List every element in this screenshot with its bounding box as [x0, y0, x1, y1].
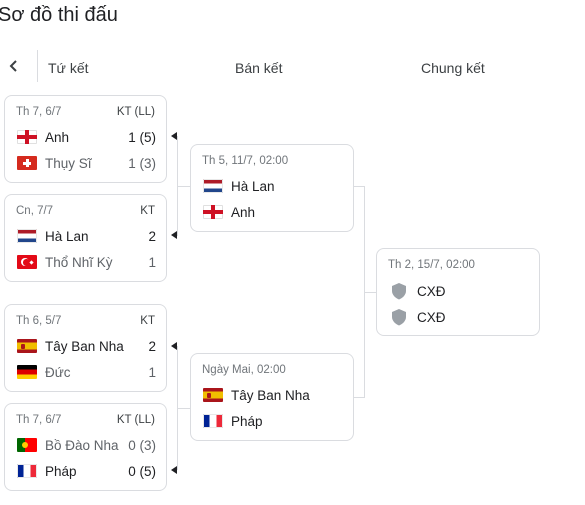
spain-flag-icon	[17, 339, 37, 353]
match-status: KT	[140, 315, 155, 327]
match-date: Th 7, 6/7	[16, 106, 62, 118]
team-name: Thụy Sĩ	[45, 155, 92, 171]
team-name: Pháp	[231, 413, 263, 429]
team-row: CXĐ	[389, 306, 529, 328]
triangle-left-icon	[171, 342, 177, 350]
shield-icon	[392, 283, 406, 300]
team-name: Hà Lan	[231, 178, 275, 194]
triangle-left-icon	[171, 132, 177, 140]
bracket-connector	[354, 397, 364, 398]
team-score: 0 (5)	[128, 463, 156, 479]
team-name: Anh	[231, 204, 256, 220]
team-name: Bồ Đào Nha	[45, 437, 119, 453]
team-row: Pháp	[203, 410, 343, 432]
netherlands-flag-icon	[203, 179, 223, 193]
portugal-flag-icon	[17, 438, 37, 452]
match-date: Th 6, 5/7	[16, 315, 62, 327]
match-date: Th 7, 6/7	[16, 414, 62, 426]
switzerland-flag-icon	[17, 156, 37, 170]
team-row: Hà Lan 2	[17, 225, 156, 247]
triangle-left-icon	[171, 231, 177, 239]
germany-flag-icon	[17, 365, 37, 379]
match-date: Cn, 7/7	[16, 205, 54, 217]
column-header-final[interactable]: Chung kết	[421, 60, 485, 76]
team-name: Thổ Nhĩ Kỳ	[45, 254, 113, 270]
match-date: Th 2, 15/7, 02:00	[388, 259, 475, 271]
match-card-quarterfinal-2[interactable]: Cn, 7/7 KT Hà Lan 2 Thổ Nhĩ Kỳ 1	[4, 194, 167, 282]
team-name: CXĐ	[417, 309, 446, 325]
team-name: CXĐ	[417, 283, 446, 299]
team-score: 1	[148, 364, 156, 380]
bracket-connector	[364, 292, 376, 293]
team-row: Tây Ban Nha	[203, 384, 343, 406]
team-score: 2	[148, 228, 156, 244]
match-date: Ngày Mai, 02:00	[202, 364, 286, 376]
team-row: Anh	[203, 201, 343, 223]
team-name: Tây Ban Nha	[45, 338, 124, 354]
team-row: Bồ Đào Nha 0 (3)	[17, 434, 156, 456]
match-card-semifinal-2[interactable]: Ngày Mai, 02:00 Tây Ban Nha Pháp	[190, 353, 354, 441]
turkey-flag-icon	[17, 255, 37, 269]
chevron-left-icon[interactable]	[6, 56, 22, 76]
bracket-connector	[177, 408, 190, 409]
match-card-final[interactable]: Th 2, 15/7, 02:00 CXĐ CXĐ	[376, 248, 540, 336]
match-date: Th 5, 11/7, 02:00	[202, 155, 289, 167]
match-card-semifinal-1[interactable]: Th 5, 11/7, 02:00 Hà Lan Anh	[190, 144, 354, 232]
france-flag-icon	[17, 464, 37, 478]
team-row: CXĐ	[389, 280, 529, 302]
shield-icon	[392, 309, 406, 326]
team-row: Pháp 0 (5)	[17, 460, 156, 482]
team-score: 1 (5)	[128, 129, 156, 145]
team-score: 1	[148, 254, 156, 270]
team-name: Tây Ban Nha	[231, 387, 310, 403]
team-row: Thổ Nhĩ Kỳ 1	[17, 251, 156, 273]
match-status: KT	[140, 205, 155, 217]
match-status: KT (LL)	[116, 106, 155, 118]
team-name: Pháp	[45, 463, 77, 479]
team-name: Hà Lan	[45, 228, 89, 244]
spain-flag-icon	[203, 388, 223, 402]
team-row: Hà Lan	[203, 175, 343, 197]
triangle-left-icon	[171, 466, 177, 474]
bracket-connector	[177, 186, 190, 187]
team-row: Thụy Sĩ 1 (3)	[17, 152, 156, 174]
team-name: Đức	[45, 364, 71, 380]
team-row: Tây Ban Nha 2	[17, 335, 156, 357]
bracket-connector	[354, 186, 364, 187]
match-status: KT (LL)	[116, 414, 155, 426]
match-card-quarterfinal-1[interactable]: Th 7, 6/7 KT (LL) Anh 1 (5) Thụy Sĩ 1 (3…	[4, 95, 167, 183]
team-score: 2	[148, 338, 156, 354]
england-flag-icon	[203, 205, 223, 219]
divider	[37, 50, 38, 82]
column-header-quarterfinal[interactable]: Tứ kết	[48, 60, 89, 76]
team-row: Đức 1	[17, 361, 156, 383]
team-score: 1 (3)	[128, 155, 156, 171]
match-card-quarterfinal-3[interactable]: Th 6, 5/7 KT Tây Ban Nha 2 Đức 1	[4, 304, 167, 392]
column-header-semifinal[interactable]: Bán kết	[235, 60, 283, 76]
netherlands-flag-icon	[17, 229, 37, 243]
team-name: Anh	[45, 129, 70, 145]
team-row: Anh 1 (5)	[17, 126, 156, 148]
page-title: Sơ đồ thi đấu	[0, 4, 118, 26]
team-score: 0 (3)	[128, 437, 156, 453]
france-flag-icon	[203, 414, 223, 428]
match-card-quarterfinal-4[interactable]: Th 7, 6/7 KT (LL) Bồ Đào Nha 0 (3) Pháp …	[4, 403, 167, 491]
england-flag-icon	[17, 130, 37, 144]
